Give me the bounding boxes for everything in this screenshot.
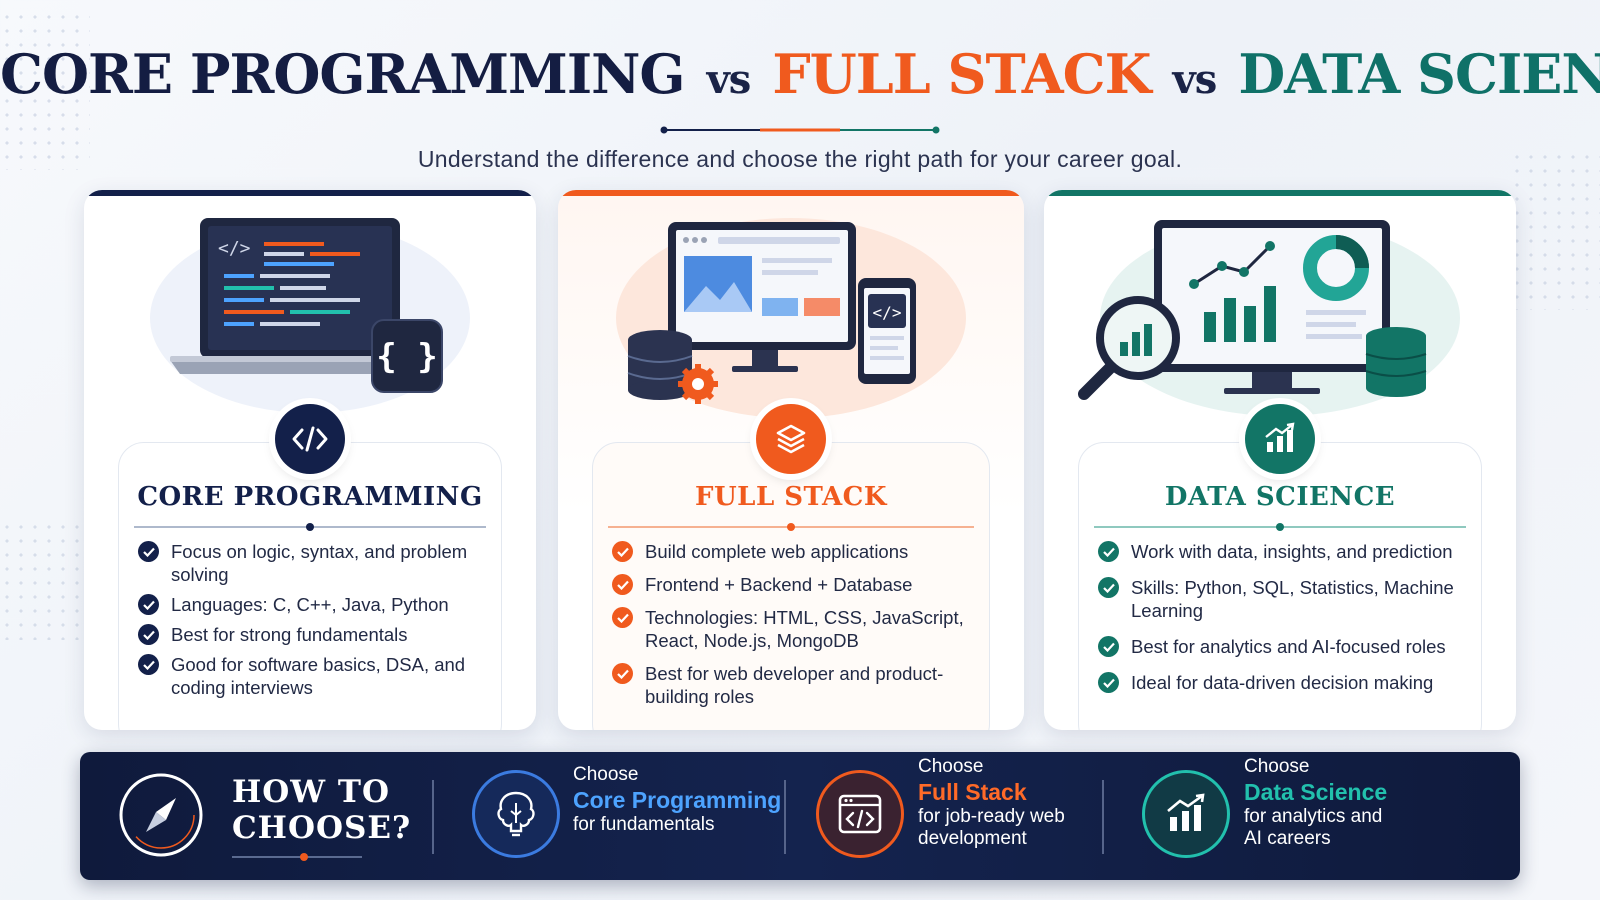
card-points: Build complete web applications Frontend…: [612, 540, 984, 718]
list-item: Ideal for data-driven decision making: [1098, 671, 1476, 694]
list-item: Work with data, insights, and prediction: [1098, 540, 1476, 563]
card-data-science: DATA SCIENCE Work with data, insights, a…: [1044, 190, 1516, 730]
check-icon: [1098, 672, 1119, 693]
web-devices-illustration: </>: [616, 218, 966, 418]
list-item: Frontend + Backend + Database: [612, 573, 984, 596]
check-icon: [1098, 577, 1119, 598]
page-title: CORE PROGRAMMING vs FULL STACK vs DATA SCIEN…: [0, 42, 1600, 106]
growth-chart-icon: [1245, 404, 1315, 474]
check-icon: [612, 574, 633, 595]
how-to-choose-heading: HOW TO CHOOSE?: [232, 774, 412, 846]
card-core-programming: </> { } CORE PROGRAMMING Focus on logic,…: [84, 190, 536, 730]
check-icon: [138, 541, 159, 562]
list-item: Skills: Python, SQL, Statistics, Machine…: [1098, 576, 1476, 622]
card-title: FULL STACK: [695, 482, 887, 512]
check-icon: [612, 541, 633, 562]
check-icon: [138, 594, 159, 615]
list-item: Focus on logic, syntax, and problem solv…: [138, 540, 496, 586]
card-points: Work with data, insights, and prediction…: [1098, 540, 1476, 707]
laptop-code-illustration: </> { }: [150, 218, 470, 413]
choice-data-science: Choose Data Science for analytics and AI…: [1244, 756, 1388, 849]
title-vs-2: vs: [1172, 56, 1218, 103]
card-title-rule: [134, 523, 486, 531]
list-item: Best for strong fundamentals: [138, 623, 496, 646]
check-icon: [612, 607, 633, 628]
svg-text:</>: </>: [218, 238, 251, 259]
brain-bulb-icon: [472, 770, 560, 858]
list-item: Technologies: HTML, CSS, JavaScript, Rea…: [612, 606, 984, 652]
check-icon: [1098, 636, 1119, 657]
decorative-dots-left: [0, 10, 90, 170]
title-core-programming: CORE PROGRAMMING: [0, 42, 686, 106]
card-points: Focus on logic, syntax, and problem solv…: [138, 540, 496, 706]
how-to-choose-bar: HOW TO CHOOSE? Choose Core Programming f…: [80, 752, 1520, 880]
title-vs-1: vs: [706, 56, 752, 103]
svg-text:</>: </>: [873, 303, 902, 322]
card-title-rule: [1094, 523, 1466, 531]
check-icon: [612, 663, 633, 684]
card-title-rule: [608, 523, 974, 531]
list-item: Best for web developer and product-build…: [612, 662, 984, 708]
decorative-dots-bottom-left: [0, 520, 90, 640]
list-item: Good for software basics, DSA, and codin…: [138, 653, 496, 699]
divider: [784, 780, 786, 854]
page-subtitle: Understand the difference and choose the…: [417, 146, 1183, 172]
compass-icon: [119, 773, 203, 857]
analytics-dashboard-illustration: [1078, 220, 1460, 416]
layers-icon: [756, 404, 826, 474]
title-data-science: DATA SCIENCE: [1238, 42, 1600, 106]
svg-text:{ }: { }: [376, 337, 437, 377]
card-inner-panel: [118, 442, 502, 730]
check-icon: [138, 624, 159, 645]
heading-underline: [232, 853, 362, 861]
list-item: Languages: C, C++, Java, Python: [138, 593, 496, 616]
check-icon: [1098, 541, 1119, 562]
check-icon: [138, 654, 159, 675]
card-title: DATA SCIENCE: [1164, 482, 1396, 512]
list-item: Build complete web applications: [612, 540, 984, 563]
title-full-stack: FULL STACK: [772, 42, 1151, 106]
list-item: Best for analytics and AI-focused roles: [1098, 635, 1476, 658]
card-inner-panel: [1078, 442, 1482, 730]
divider: [1102, 780, 1104, 854]
card-full-stack: </> FULL STACK Build complete web applic…: [558, 190, 1024, 730]
title-divider: [660, 126, 940, 134]
choice-full-stack: Choose Full Stack for job-ready web deve…: [918, 756, 1065, 849]
code-window-icon: [816, 770, 904, 858]
choice-core-programming: Choose Core Programming for fundamentals: [573, 764, 782, 835]
divider: [432, 780, 434, 854]
card-title: CORE PROGRAMMING: [137, 482, 483, 512]
bar-chart-icon: [1142, 770, 1230, 858]
card-inner-panel: [592, 442, 990, 730]
decorative-dots-right: [1510, 150, 1600, 310]
code-icon: [275, 404, 345, 474]
